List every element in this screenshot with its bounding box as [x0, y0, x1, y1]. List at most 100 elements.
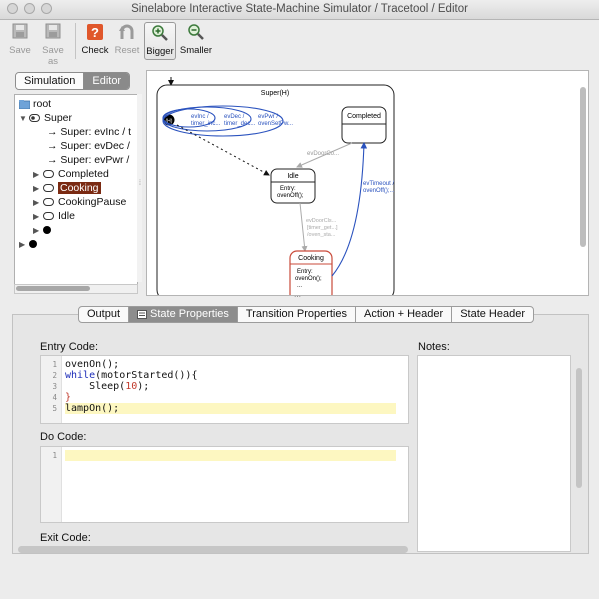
tree-item-super[interactable]: ▼ Super [19, 111, 72, 125]
arrow-right-icon: → [47, 154, 61, 166]
diagram-canvas[interactable]: Super(H) (H) evInc /timer_inc... evDec /… [146, 70, 589, 296]
line-gutter: 1 2 3 4 5 [41, 356, 62, 423]
tree-item-transition[interactable]: → Super: evInc / t [47, 125, 131, 139]
bigger-button[interactable]: Bigger [144, 22, 176, 60]
current-code-line [65, 450, 396, 461]
triangle-right-icon[interactable]: ▶ [33, 226, 40, 235]
triangle-right-icon[interactable]: ▶ [33, 198, 40, 207]
line-number: 3 [52, 382, 57, 391]
bigger-label: Bigger [146, 46, 174, 57]
check-button[interactable]: ? Check [80, 22, 110, 60]
tree-label: root [33, 98, 52, 110]
tree-horizontal-scrollbar[interactable] [14, 284, 138, 294]
tree-label: Super [44, 112, 73, 124]
reset-label: Reset [114, 45, 140, 56]
tree-label: Idle [58, 210, 75, 222]
window-title: Sinelabore Interactive State-Machine Sim… [131, 3, 468, 15]
panel-horizontal-scrollbar[interactable] [18, 546, 408, 553]
idle-to-cooking-label: evDoorCls...[timer_get...]/oven_sta... [306, 218, 338, 238]
triangle-right-icon[interactable]: ▶ [33, 170, 40, 179]
tab-state-properties[interactable]: State Properties [129, 307, 238, 322]
loop-evpwr-label: evPwr /ovenSetPw... [258, 114, 293, 127]
idle-state-body: Entry:ovenOff(); [277, 186, 304, 199]
toolbar: Save Save as ? Check Reset Bigger Smalle… [0, 20, 599, 67]
tree-label: CookingPause [58, 196, 127, 208]
state-diagram: Super(H) (H) evInc /timer_inc... evDec /… [156, 77, 395, 295]
tree-item-transition[interactable]: → Super: evPwr / [47, 153, 129, 167]
state-icon [43, 184, 54, 193]
tree-item-completed[interactable]: ▶ Completed [33, 167, 109, 181]
completed-to-idle [296, 142, 353, 168]
tab-editor[interactable]: Editor [84, 73, 130, 89]
notes-scrollbar[interactable] [576, 368, 582, 488]
code-number: 10 [125, 381, 138, 392]
tree-label: Completed [58, 168, 109, 180]
loop-evpwr [162, 105, 284, 137]
code-line: } [65, 392, 396, 403]
notes-field[interactable] [417, 355, 582, 552]
arrow-right-icon: → [47, 140, 61, 152]
tab-action-header[interactable]: Action + Header [356, 307, 453, 322]
tab-state-header[interactable]: State Header [460, 308, 526, 320]
tree-item-idle[interactable]: ▶ Idle [33, 209, 75, 223]
triangle-right-icon[interactable]: ▶ [19, 240, 26, 249]
code-text: ovenOn(); [65, 359, 120, 370]
line-gutter: 1 [41, 447, 62, 522]
toolbar-separator [75, 23, 76, 59]
save-as-icon [43, 23, 63, 43]
do-code-editor[interactable]: 1 [40, 446, 409, 523]
tab-output[interactable]: Output [79, 307, 130, 322]
tab-simulation[interactable]: Simulation [16, 73, 85, 89]
tree-item-cooking[interactable]: ▶ Cooking [33, 181, 101, 195]
save-button[interactable]: Save [6, 22, 34, 60]
smaller-label: Smaller [179, 45, 213, 56]
tree-item-transition[interactable]: → Super: evDec / [47, 139, 130, 153]
initial-state-icon [29, 240, 37, 249]
tree-item-initial[interactable]: ▶ [33, 223, 51, 237]
tree-label: Super: evPwr / [60, 154, 130, 166]
state-tree: root ▼ Super → Super: evInc / t → Super: … [14, 94, 138, 286]
tree-item-root[interactable]: root [18, 97, 52, 111]
idle-to-cooking [299, 202, 308, 252]
minimize-window-button[interactable] [24, 3, 35, 14]
tree-label-selected: Cooking [58, 182, 101, 194]
tree-item-cookingpause[interactable]: ▶ CookingPause [33, 195, 126, 209]
triangle-right-icon[interactable]: ▶ [33, 184, 40, 193]
tree-label: Super: evInc / t [60, 126, 132, 138]
undo-icon [117, 23, 137, 43]
canvas-vertical-scrollbar[interactable] [580, 87, 586, 247]
arrow-right-icon: → [47, 126, 61, 138]
zoom-window-button[interactable] [41, 3, 52, 14]
cooking-state-body: Entry:ovenOn();... [295, 269, 322, 289]
state-icon [43, 212, 54, 221]
title-bar: Sinelabore Interactive State-Machine Sim… [0, 0, 599, 20]
split-handle-icon[interactable]: ⁞ [139, 180, 141, 187]
line-number: 1 [52, 360, 57, 369]
exit-code-label: Exit Code: [40, 532, 91, 544]
entry-code-editor[interactable]: 1 2 3 4 5 ovenOn(); while(motorStarted()… [40, 355, 409, 424]
tree-vertical-scrollbar[interactable] [137, 94, 142, 282]
super-state-title: Super(H) [261, 90, 289, 97]
split-divider[interactable]: ⋯ [0, 294, 599, 301]
notes-label: Notes: [418, 341, 450, 353]
save-as-button[interactable]: Save as [36, 22, 70, 67]
line-number: 1 [52, 451, 57, 460]
tree-item-initial-root[interactable]: ▶ [19, 237, 37, 251]
smaller-button[interactable]: Smaller [179, 22, 213, 60]
scroll-thumb[interactable] [16, 286, 90, 291]
timeout-transition [331, 141, 368, 277]
triangle-right-icon[interactable]: ▶ [33, 212, 40, 221]
split-handle-icon[interactable]: ⋯ [294, 294, 301, 301]
timeout-label: evTimeout /ovenOff();... [363, 181, 395, 194]
loop-evdec-label: evDec /timer_dec... [224, 114, 256, 127]
close-window-button[interactable] [7, 3, 18, 14]
svg-text:?: ? [91, 25, 99, 40]
reset-button[interactable]: Reset [112, 22, 142, 60]
line-number: 4 [52, 393, 57, 402]
line-number: 2 [52, 371, 57, 380]
code-keyword: while [65, 370, 96, 381]
triangle-down-icon[interactable]: ▼ [19, 114, 27, 123]
cooking-state-name: Cooking [298, 255, 324, 262]
tab-transition-properties[interactable]: Transition Properties [238, 307, 356, 322]
folder-icon [18, 98, 33, 110]
